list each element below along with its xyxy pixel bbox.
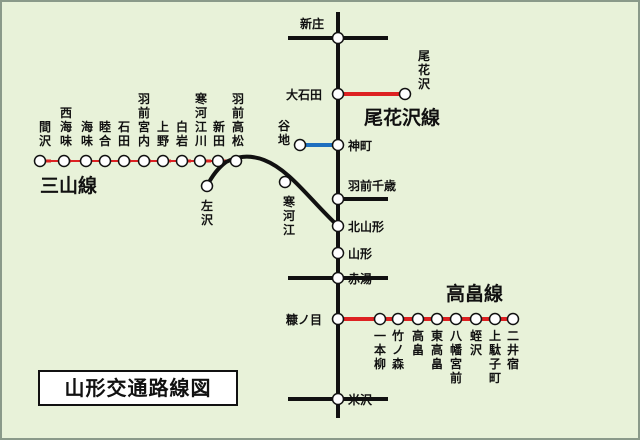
station-marker-hazen-chitose [331, 192, 345, 206]
station-marker-yamagata [331, 246, 345, 260]
label-uzen-takamatsu: 羽前高松 [232, 92, 244, 148]
label-ishida: 石田 [117, 120, 130, 148]
line-name-sanzan: 三山線 [40, 174, 97, 197]
line-name-obanazawa: 尾花沢線 [364, 106, 440, 129]
label-yachi: 谷地 [278, 118, 291, 147]
station-marker-ishida [117, 154, 131, 168]
label-mutsuai: 睦合 [99, 119, 112, 148]
station-marker-kamino [156, 154, 170, 168]
label-kaimi: 海味 [81, 119, 93, 148]
station-marker-kami-dagomachi [488, 312, 502, 326]
label-nukanome: 糠ノ目 [285, 312, 322, 327]
label-kami-dagomachi: 上駄子町 [489, 328, 502, 385]
label-kamino: 上野 [157, 119, 169, 148]
label-nishi-kaimi: 西海味 [60, 106, 72, 148]
label-yamagata: 山形 [348, 246, 372, 261]
label-akayu: 赤湯 [348, 271, 372, 286]
label-ichihon-yanagi: 一本柳 [374, 329, 386, 371]
station-marker-sagae-gawa [193, 154, 207, 168]
station-marker-hebi-sawa [469, 312, 483, 326]
station-marker-takenomori [391, 312, 405, 326]
label-hidari-sawa: 左沢 [200, 198, 214, 227]
map-title: 山形交通路線図 [38, 370, 238, 406]
label-obanazawa: 尾花沢 [418, 49, 431, 91]
station-marker-hidari-sawa [200, 179, 214, 193]
label-umamizawa: 間沢 [39, 120, 52, 148]
label-hebi-sawa: 蛭沢 [470, 328, 483, 357]
station-marker-yachi [293, 138, 307, 152]
label-uzen-miyauchi: 羽前宮内 [138, 92, 150, 148]
station-marker-jinmachi [331, 138, 345, 152]
station-marker-uzen-miyauchi [137, 154, 151, 168]
station-marker-hachiman-miyamae [449, 312, 463, 326]
station-marker-nii-jukushuku [506, 312, 520, 326]
station-marker-higashi-takahata [430, 312, 444, 326]
label-takahata: 高畠 [412, 328, 424, 357]
station-marker-ichihon-yanagi [373, 312, 387, 326]
station-marker-mutsuai [98, 154, 112, 168]
label-hazen-chitose: 羽前千歳 [348, 178, 396, 193]
label-jinmachi: 神町 [348, 138, 372, 153]
station-marker-takahata [411, 312, 425, 326]
label-yonezawa: 米沢 [348, 392, 373, 407]
station-marker-kita-yamagata [331, 219, 345, 233]
label-takenomori: 竹ノ森 [391, 328, 405, 371]
aterazawa-line [205, 154, 340, 228]
label-higashi-takahata: 東高畠 [431, 328, 443, 371]
station-marker-obanazawa [398, 87, 412, 101]
station-marker-uzen-takamatsu [229, 154, 243, 168]
station-marker-yonezawa [331, 392, 345, 406]
station-marker-sagae [278, 175, 292, 189]
label-shiraiwa: 白岩 [175, 119, 188, 148]
label-nii-jukushuku: 二井宿 [507, 329, 519, 371]
station-marker-shinden [211, 154, 225, 168]
label-sagae-gawa: 寒河江川 [194, 91, 207, 148]
station-marker-mazawa [33, 154, 47, 168]
station-marker-oishida [331, 87, 345, 101]
station-marker-shinjo [331, 31, 345, 45]
line-name-takahata: 高畠線 [446, 282, 503, 305]
label-oishida: 大石田 [286, 87, 322, 102]
label-shinden: 新田 [213, 119, 225, 148]
station-marker-nishi-kaimi [57, 154, 71, 168]
station-marker-kaimi [79, 154, 93, 168]
station-marker-shiraiwa [175, 154, 189, 168]
station-markers [33, 31, 520, 406]
label-kita-yamagata: 北山形 [348, 219, 384, 234]
label-hachiman-miyamae: 八幡宮前 [449, 329, 463, 385]
label-shinjo: 新庄 [300, 16, 324, 31]
station-marker-nukanome [331, 312, 345, 326]
label-sagae: 寒河江 [282, 194, 295, 237]
station-marker-akayu [331, 271, 345, 285]
